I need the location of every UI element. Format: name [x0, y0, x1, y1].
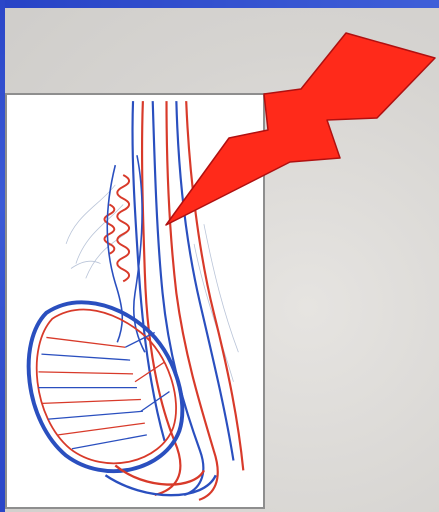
testicular-lobule-vessels: [39, 333, 170, 449]
spermatic-cord-arteries: [142, 101, 243, 500]
coiled-artery: [104, 175, 129, 281]
testis-vessels-drawing: [7, 95, 263, 507]
spermatic-cord-veins: [133, 101, 234, 495]
testis: [29, 302, 183, 471]
epididymis-loop: [105, 465, 215, 495]
slide-top-accent-bar: [0, 0, 439, 8]
anatomy-illustration: [5, 93, 265, 509]
